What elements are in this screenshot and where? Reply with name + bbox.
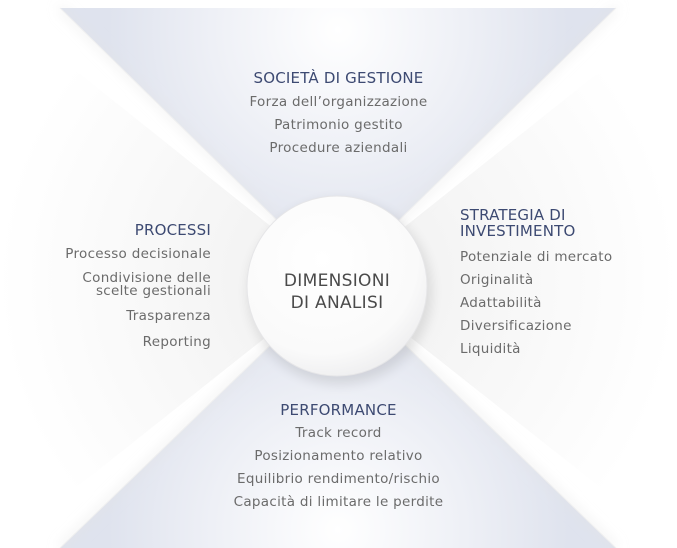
- list-item: Capacità di limitare le perdite: [233, 494, 444, 510]
- list-item: Potenziale di mercato: [460, 249, 613, 265]
- list-item: Procedure aziendali: [269, 140, 408, 156]
- section-title-line: INVESTIMENTO: [460, 222, 576, 240]
- list-item: Condivisione delle: [82, 270, 211, 286]
- section-title-processi: PROCESSI: [134, 221, 211, 239]
- section-title-strategia: STRATEGIA DI INVESTIMENTO: [460, 207, 670, 239]
- list-item: Posizionamento relativo: [254, 448, 423, 464]
- list-item: Reporting: [142, 334, 211, 350]
- list-item: Trasparenza: [126, 308, 211, 324]
- list-item: Processo decisionale: [65, 246, 211, 262]
- right-quadrant: [338, 10, 677, 548]
- center-label: DIMENSIONI DI ANALISI: [262, 270, 412, 314]
- list-item: Liquidità: [460, 341, 521, 357]
- right-section: STRATEGIA DI INVESTIMENTO Potenziale di …: [460, 207, 670, 364]
- list-item: Adattabilità: [460, 295, 542, 311]
- list-item: Forza dell’organizzazione: [249, 94, 428, 110]
- section-title-performance: PERFORMANCE: [280, 401, 397, 419]
- list-item: Patrimonio gestito: [274, 117, 403, 133]
- list-item: Diversificazione: [460, 318, 572, 334]
- list-item: Equilibrio rendimento/rischio: [237, 471, 440, 487]
- center-label-line: DIMENSIONI: [283, 271, 391, 291]
- top-section: SOCIETÀ DI GESTIONE Forza dell’organizza…: [0, 70, 677, 163]
- section-title-societa: SOCIETÀ DI GESTIONE: [253, 69, 424, 87]
- section-title-line: STRATEGIA DI: [460, 206, 566, 224]
- bottom-section: PERFORMANCE Track record Posizionamento …: [0, 402, 677, 517]
- center-circle: [246, 195, 428, 377]
- center-label-line: DI ANALISI: [290, 293, 384, 313]
- top-quadrant: [60, 8, 616, 280]
- list-item: scelte gestionali: [95, 283, 211, 299]
- left-quadrant: [0, 10, 338, 548]
- list-item: Originalità: [460, 272, 534, 288]
- left-section: PROCESSI Processo decisionale Condivisio…: [0, 222, 211, 360]
- list-item: Track record: [295, 425, 382, 441]
- bottom-quadrant: [60, 280, 616, 548]
